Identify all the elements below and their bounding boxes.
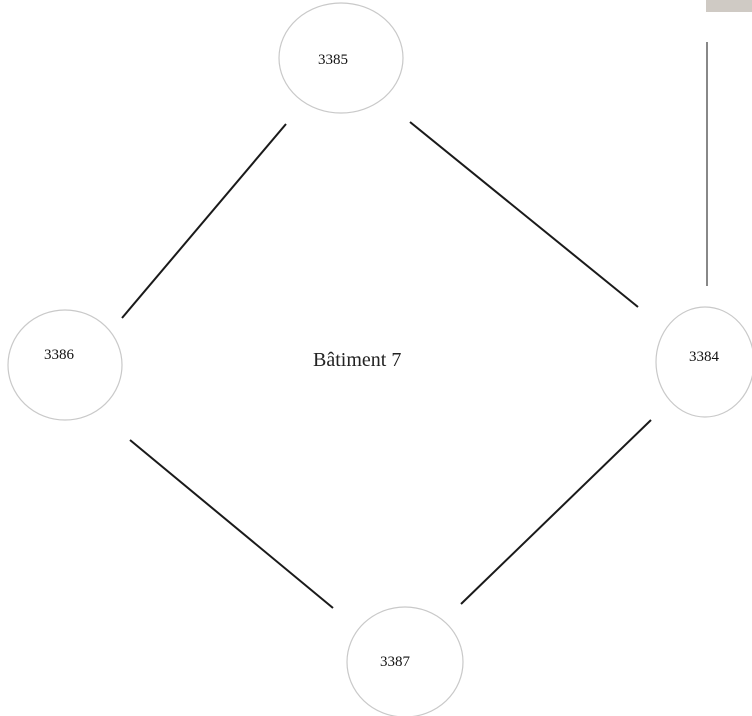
node-3387: 3387: [347, 607, 463, 716]
node-label: 3386: [44, 347, 75, 363]
edge-3385-3384: [410, 122, 638, 307]
node-label: 3384: [689, 349, 720, 365]
corner-fragment: [706, 0, 752, 12]
edge-3385-3386: [122, 124, 286, 318]
node-3385: 3385: [279, 3, 403, 113]
edge-3387-3384: [461, 420, 651, 604]
node-3384: 3384: [656, 307, 752, 417]
edge-3386-3387: [130, 440, 333, 608]
node-label: 3385: [318, 52, 348, 68]
node-3386: 3386: [8, 310, 122, 420]
node-label: 3387: [380, 654, 411, 670]
building-title: Bâtiment 7: [313, 349, 401, 371]
